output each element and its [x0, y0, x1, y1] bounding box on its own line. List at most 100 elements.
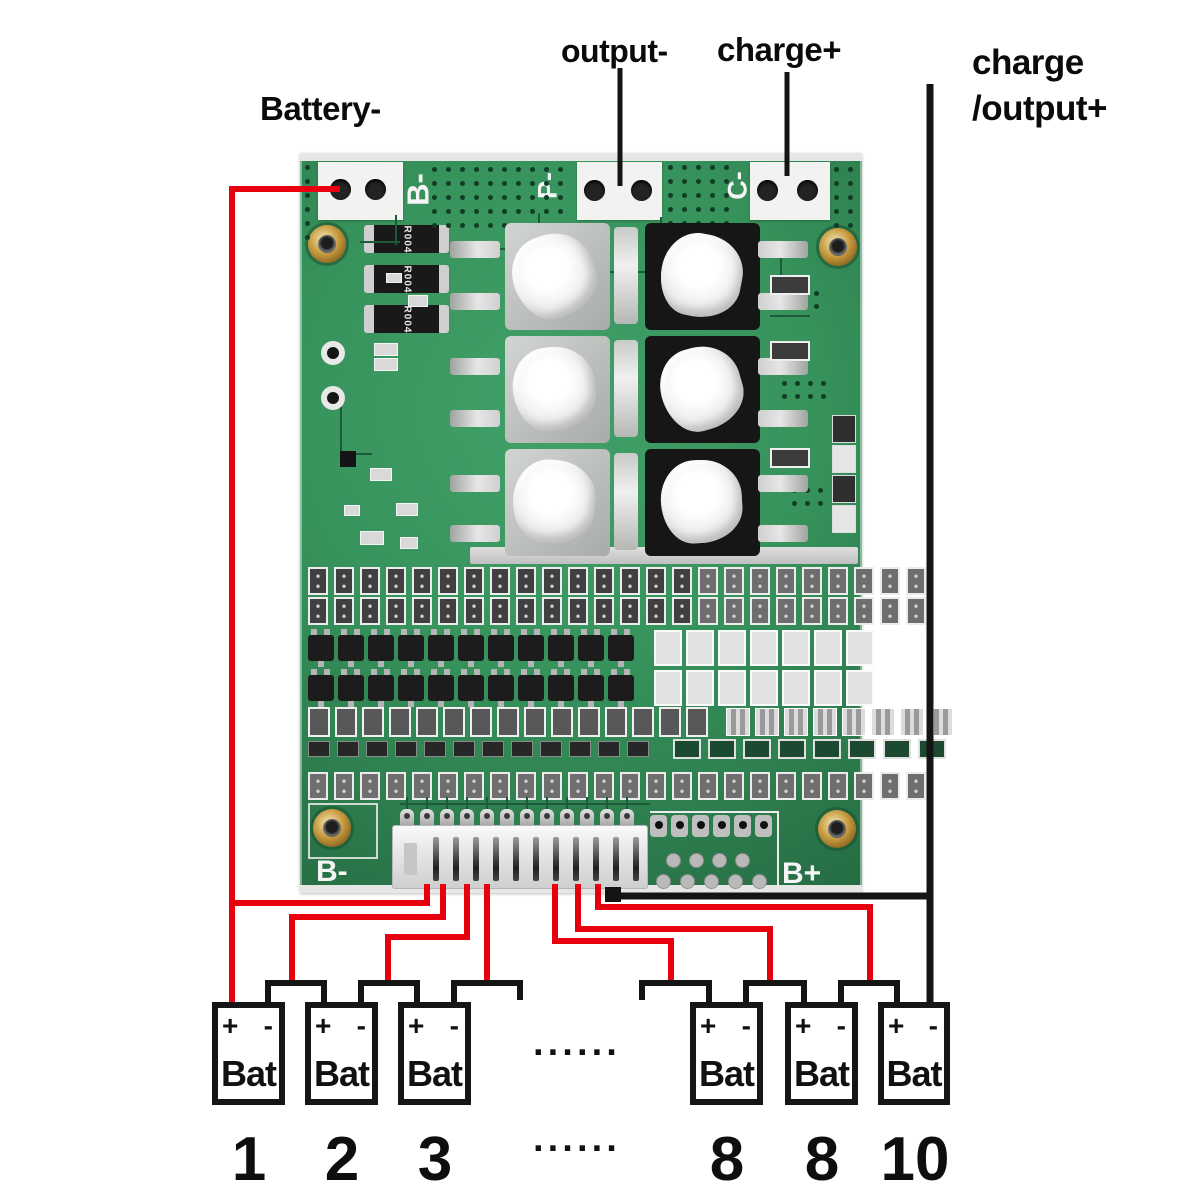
via-dot — [305, 165, 310, 170]
pcb-trace — [506, 797, 508, 809]
via-dot — [834, 223, 839, 228]
smd-ic — [308, 741, 330, 757]
pcb-trace — [360, 241, 400, 243]
smd-pad-pair — [726, 708, 750, 736]
mosfet-leg — [758, 293, 808, 310]
smd-resistor — [412, 597, 432, 625]
smd-resistor — [854, 567, 874, 595]
via-dot — [446, 195, 451, 200]
smd-resistor — [438, 772, 458, 800]
via-dot — [488, 223, 493, 228]
smd-row — [308, 669, 874, 707]
smd-resistor — [632, 707, 654, 737]
pad-hole — [676, 821, 684, 829]
pcb-trace — [340, 453, 372, 455]
via-dot — [516, 195, 521, 200]
via-dot — [724, 207, 729, 212]
smd-resistor — [802, 772, 822, 800]
via-dot — [474, 167, 479, 172]
smd-resistor — [516, 567, 536, 595]
minus-terminal: - — [356, 1010, 366, 1041]
mosfet-leg — [758, 358, 808, 375]
smd-capacitor — [360, 531, 384, 545]
connector-slot — [493, 837, 499, 881]
mosfet — [501, 222, 610, 330]
smd-resistor — [880, 567, 900, 595]
smd-resistor — [542, 772, 562, 800]
solder-dot — [666, 853, 681, 868]
mounting-screw — [818, 810, 856, 848]
via-dot — [446, 223, 451, 228]
battery-cell: + - Bat — [690, 1002, 763, 1105]
smd-pad — [814, 670, 842, 706]
smd-resistor — [524, 707, 546, 737]
connector-pin-hole — [504, 813, 510, 819]
smd-pad-pair — [842, 708, 866, 736]
smd-resistor — [724, 597, 744, 625]
smd-resistor — [490, 597, 510, 625]
smd-resistor — [308, 597, 328, 625]
battery-label: Bat — [313, 1053, 370, 1094]
via-dot — [502, 209, 507, 214]
connector-notch — [404, 843, 417, 875]
sot23-transistor — [518, 669, 544, 707]
bridge-bat3-open — [451, 980, 523, 1005]
smd-footprint — [883, 739, 911, 759]
smd-row — [308, 739, 946, 759]
smd-resistor — [724, 772, 744, 800]
plus-terminal: + — [888, 1010, 905, 1041]
silk-line-vertical — [777, 811, 779, 889]
silk-b-plus-bottom: B+ — [782, 857, 822, 890]
smd-resistor — [828, 597, 848, 625]
smd-capacitor — [344, 505, 360, 516]
smd-resistor — [334, 597, 354, 625]
pcb-trace — [426, 797, 428, 809]
pad-hole — [718, 821, 726, 829]
smd-part — [832, 415, 856, 443]
sot23-transistor — [488, 669, 514, 707]
battery-cell: + - Bat — [398, 1002, 471, 1105]
sot23-transistor — [428, 629, 454, 667]
via-dot — [516, 181, 521, 186]
smd-resistor — [594, 772, 614, 800]
smd-resistor — [880, 772, 900, 800]
battery-label: Bat — [698, 1053, 755, 1094]
smd-resistor — [386, 567, 406, 595]
smd-resistor — [360, 597, 380, 625]
smd-capacitor — [408, 295, 428, 307]
mosfet-leg — [450, 475, 500, 492]
battery-number: 8 — [709, 1125, 745, 1194]
smd-resistor — [551, 707, 573, 737]
connector-pin — [460, 809, 474, 829]
via-dot — [305, 193, 310, 198]
mosfet-leg — [758, 525, 808, 542]
smd-resistor — [335, 707, 357, 737]
connector-slot — [433, 837, 439, 881]
smd-ic — [511, 741, 533, 757]
smd-pad — [686, 670, 714, 706]
connector-pin-hole — [544, 813, 550, 819]
battery-number: 1 — [231, 1125, 267, 1194]
smd-resistor — [578, 707, 600, 737]
screw-silk-outline — [308, 803, 378, 859]
smd-resistor — [620, 567, 640, 595]
pcb-trace — [340, 395, 342, 455]
smd-resistor — [770, 341, 810, 361]
power-diode: R004 — [364, 225, 449, 253]
connector-pin — [520, 809, 534, 829]
via-dot — [710, 193, 715, 198]
via-dot — [446, 167, 451, 172]
wire-black-joint — [605, 887, 621, 902]
smd-resistor — [646, 597, 666, 625]
mounting-screw — [819, 228, 857, 266]
connector-pin-hole — [484, 813, 490, 819]
mosfet — [645, 223, 760, 330]
smd-resistor — [438, 567, 458, 595]
via-dot — [544, 167, 549, 172]
connector-slot — [533, 837, 539, 881]
smd-part — [832, 505, 856, 533]
smd-resistor — [620, 597, 640, 625]
mosfet-leg — [758, 475, 808, 492]
smd-ic — [337, 741, 359, 757]
